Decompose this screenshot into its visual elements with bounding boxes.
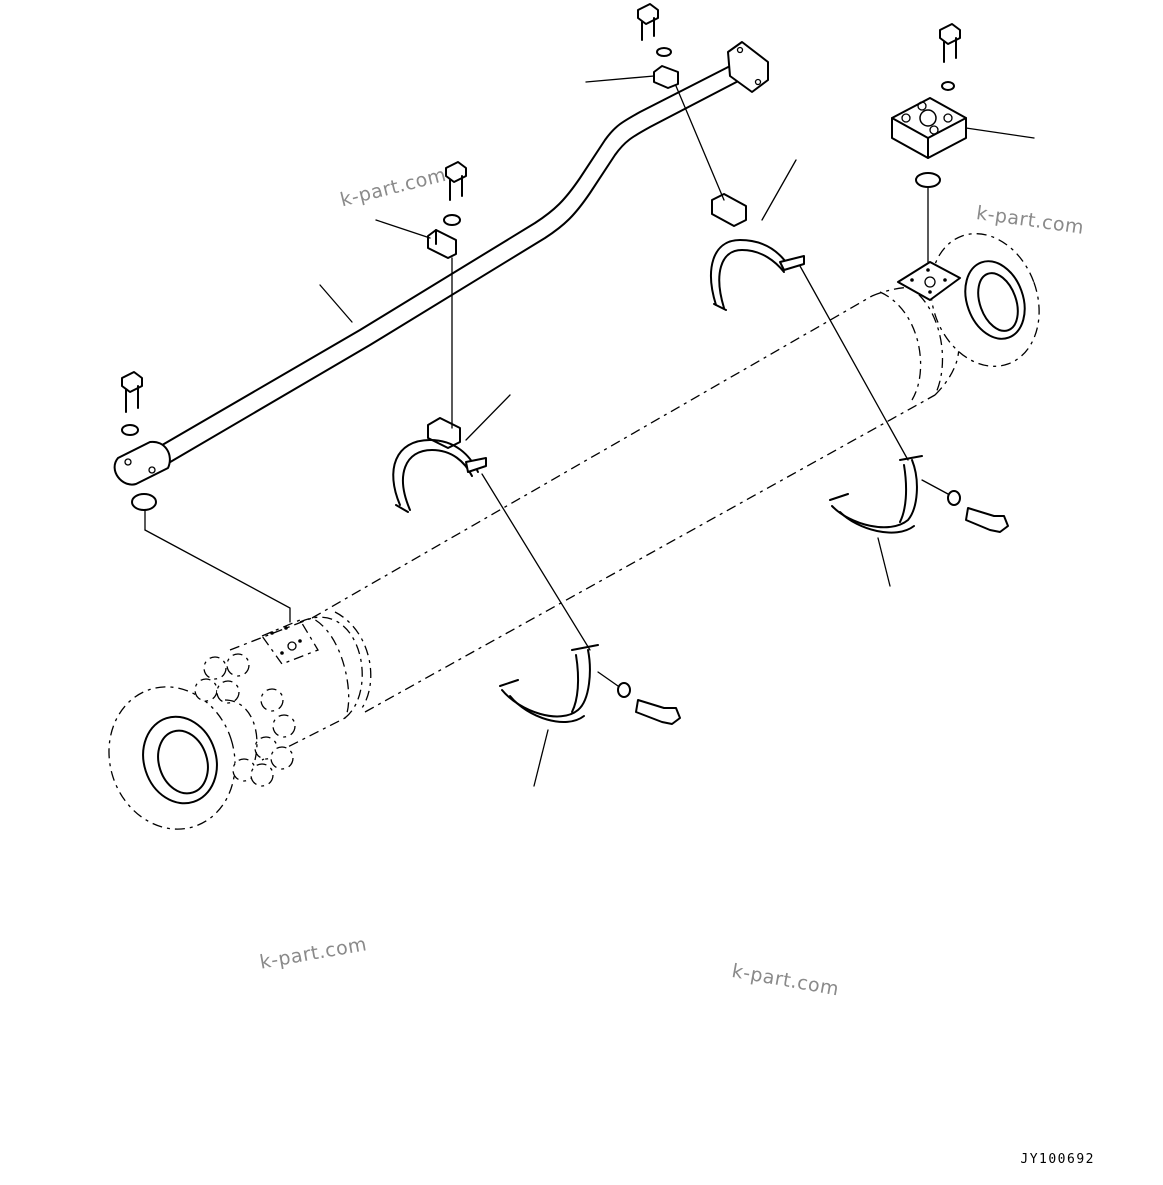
- hydraulic-pipe: [113, 41, 769, 486]
- head-bolt-cluster: [194, 653, 296, 787]
- band-clamp-lower-right: [829, 455, 923, 534]
- bolt-washer-mid: [443, 161, 467, 226]
- hydraulic-cylinder: [108, 233, 1040, 830]
- pipe-clamp-lower: [427, 229, 457, 259]
- assembly-lines: [144, 85, 949, 687]
- split-flange-block: [891, 97, 967, 263]
- leader-lines: [319, 75, 1035, 787]
- band-clamp-lower-left: [499, 644, 599, 724]
- drawing-number: JY100692: [1020, 1152, 1095, 1167]
- bolt-washer-lower-right: [947, 490, 1009, 533]
- bolt-washer-right-top: [939, 23, 961, 91]
- band-clamp-upper-right: [710, 193, 805, 311]
- bolt-washer-top: [637, 3, 672, 57]
- pipe-clamp-upper: [653, 65, 679, 89]
- band-clamp-upper-left: [392, 417, 487, 513]
- bolt-washer-left: [121, 371, 157, 531]
- bolt-washer-lower-left: [617, 682, 681, 725]
